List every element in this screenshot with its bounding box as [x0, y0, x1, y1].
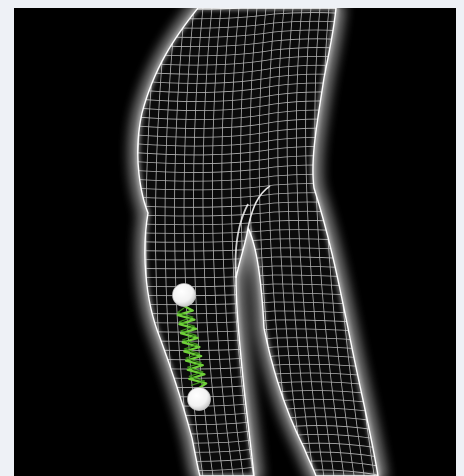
mesh-flow-line: [397, 8, 436, 476]
mesh-flow-line: [388, 8, 426, 476]
leg-mesh-render: [14, 8, 456, 476]
lower-attachment-marker: [188, 388, 211, 411]
mesh-flow-line: [407, 8, 447, 476]
mesh-flow-line: [98, 8, 114, 476]
mesh-flow-line: [117, 8, 134, 476]
upper-attachment-marker: [173, 284, 196, 307]
mesh-flow-line: [416, 8, 456, 476]
mesh-flow-line: [379, 8, 416, 476]
mesh-flow-line: [107, 8, 124, 476]
mesh-flow-line: [370, 8, 406, 476]
render-viewport: [14, 8, 456, 476]
